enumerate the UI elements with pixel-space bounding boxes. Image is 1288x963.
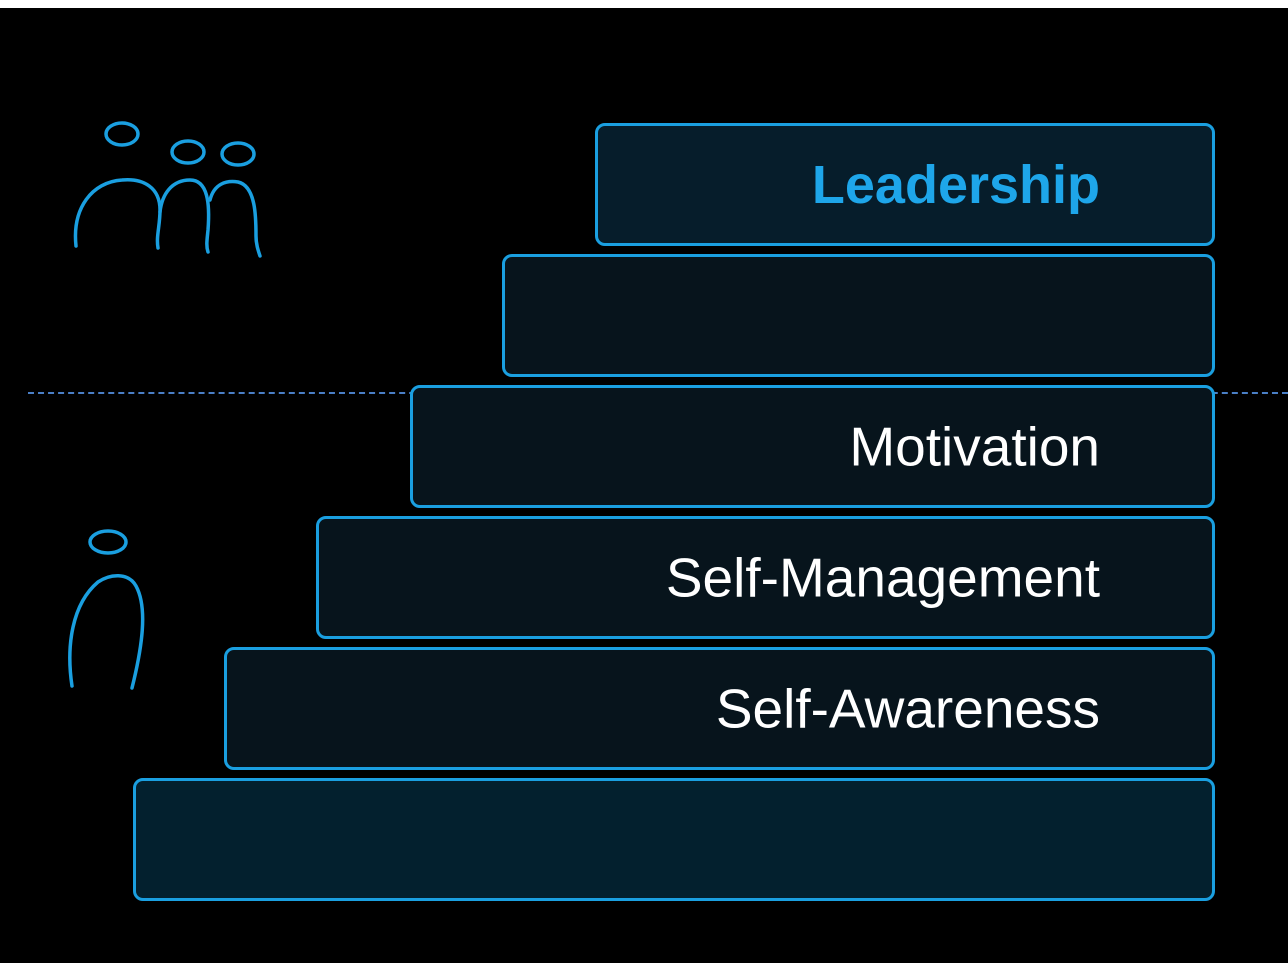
step-blank (502, 254, 1215, 377)
step-leadership-label: Leadership (811, 154, 1100, 215)
step-leadership: Leadership (595, 123, 1215, 246)
top-border-strip (0, 0, 1288, 8)
step-self-awareness: Self-Awareness (224, 647, 1215, 770)
staircase-diagram: Self-Awareness Self-Management Motivatio… (0, 8, 1288, 963)
step-self-awareness-label: Self-Awareness (715, 677, 1100, 739)
step-motivation-label: Motivation (849, 415, 1100, 477)
step-motivation: Motivation (410, 385, 1215, 508)
single-person-icon (68, 529, 145, 690)
step-self-management-label: Self-Management (665, 546, 1100, 608)
step-base (133, 778, 1215, 901)
step-self-management: Self-Management (316, 516, 1215, 639)
group-of-people-icon (73, 121, 262, 258)
